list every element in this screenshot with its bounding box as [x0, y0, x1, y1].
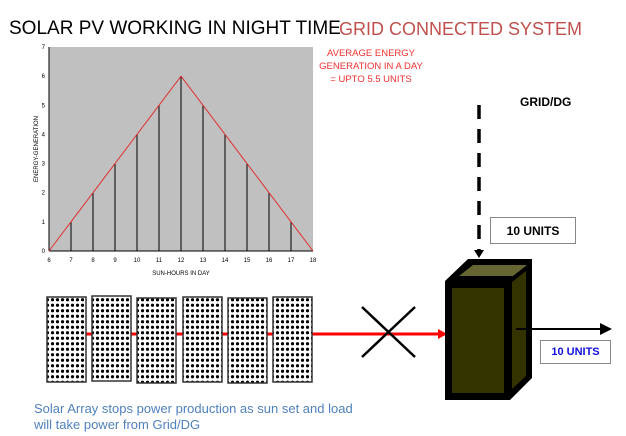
x-tick-label: 7 — [69, 258, 73, 264]
solar-panel — [272, 296, 313, 383]
caption: Solar Array stops power production as su… — [34, 401, 353, 432]
distribution-box — [445, 259, 532, 400]
x-axis-label: SUN-HOURS IN DAY — [152, 271, 210, 277]
y-axis-label: ENERGY-GENERATION — [34, 116, 40, 182]
x-tick-label: 18 — [310, 258, 317, 264]
flow-arrowhead-icon — [438, 329, 447, 339]
y-tick-label: 3 — [42, 162, 46, 168]
grid-arrowhead-icon — [474, 250, 484, 258]
x-tick-label: 15 — [244, 258, 251, 264]
slide-title: SOLAR PV WORKING IN NIGHT TIME — [9, 18, 341, 39]
x-tick-label: 16 — [266, 258, 273, 264]
output-units-box: 10 UNITS — [540, 340, 611, 364]
y-tick-label: 6 — [42, 74, 46, 80]
generation-curve — [48, 75, 314, 252]
grid-input-units: 10 UNITS — [506, 223, 560, 238]
output-units: 10 UNITS — [551, 346, 600, 358]
x-tick-label: 11 — [156, 258, 163, 264]
solar-panel — [91, 295, 132, 382]
solar-panel — [136, 297, 177, 384]
average-energy-note: AVERAGE ENERGY GENERATION IN A DAY = UPT… — [319, 48, 423, 85]
x-tick-label: 13 — [200, 258, 207, 264]
x-tick-label: 8 — [91, 258, 95, 264]
solar-panel — [46, 296, 87, 383]
y-tick-label: 4 — [42, 132, 46, 138]
y-tick-label: 1 — [42, 220, 46, 226]
system-title: GRID CONNECTED SYSTEM — [339, 19, 583, 39]
x-tick-label: 10 — [134, 258, 141, 264]
x-tick-label: 12 — [178, 258, 185, 264]
x-tick-label: 14 — [222, 258, 229, 264]
x-tick-label: 9 — [113, 258, 117, 264]
output-arrowhead-icon — [600, 323, 612, 335]
grid-dg-label: GRID/DG — [520, 95, 572, 109]
solar-array — [46, 295, 447, 384]
solar-panel — [182, 296, 223, 383]
y-tick-label: 0 — [42, 249, 46, 255]
blocked-cross-icon — [361, 306, 416, 358]
x-tick-label: 17 — [288, 258, 295, 264]
solar-panel — [227, 297, 268, 384]
x-tick-label: 6 — [47, 258, 51, 264]
y-tick-label: 7 — [42, 45, 46, 51]
y-tick-label: 5 — [42, 103, 46, 109]
y-tick-label: 2 — [42, 191, 46, 197]
grid-input-units-box: 10 UNITS — [490, 217, 576, 244]
